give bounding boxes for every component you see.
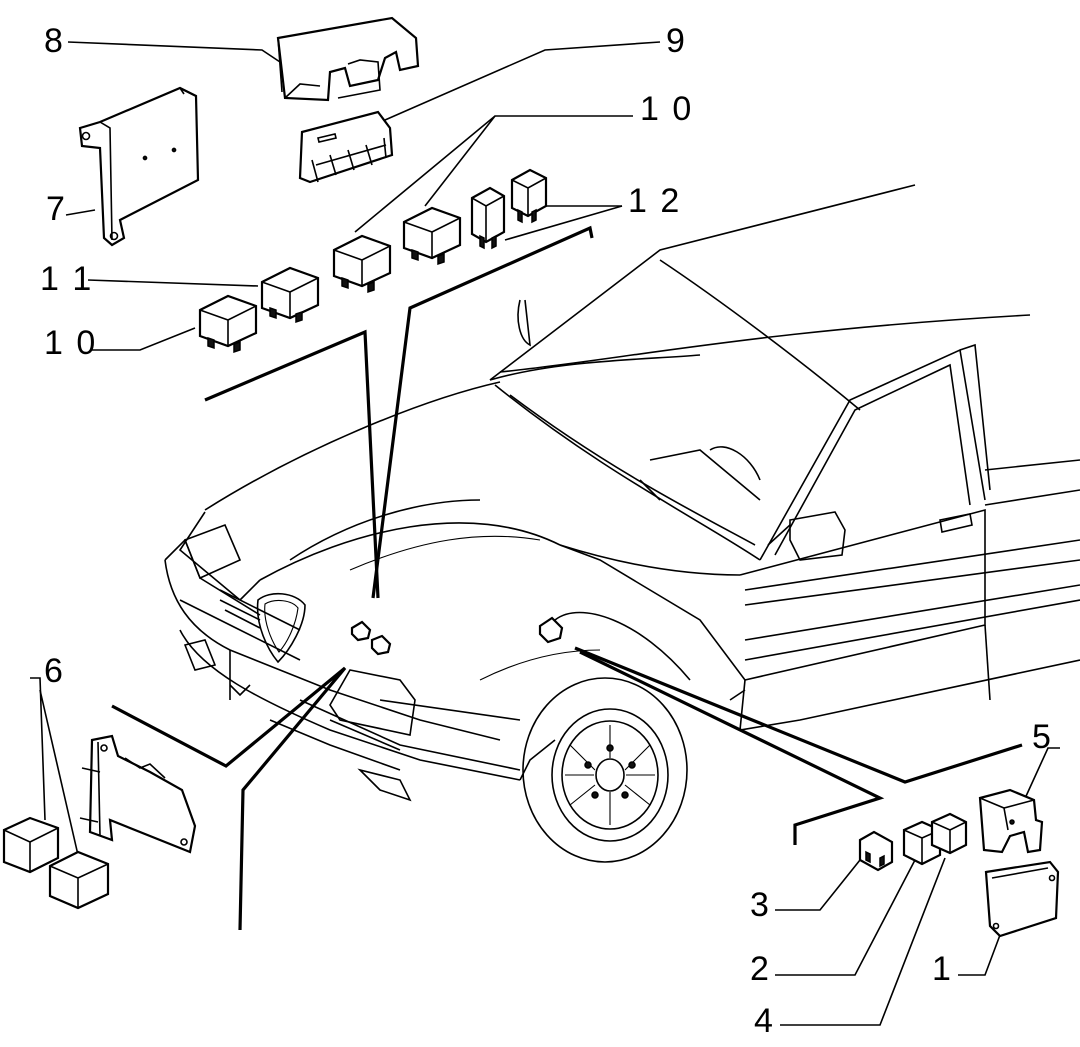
label-part-10-left: 1 0 (44, 324, 98, 362)
leader-lines (30, 41, 1060, 1026)
micro-relay-12a (470, 186, 506, 250)
label-part-12: 1 2 (628, 182, 682, 220)
label-part-3: 3 (750, 886, 771, 924)
relay-10-top-b (402, 206, 462, 266)
relay-6a (2, 816, 60, 874)
label-part-4: 4 (754, 1002, 775, 1040)
part-6-relay-bracket (79, 734, 197, 854)
label-part-7: 7 (46, 190, 67, 228)
part-9-relay-plate (298, 110, 394, 184)
label-part-8: 8 (44, 22, 65, 60)
part-7-control-unit (78, 86, 200, 247)
relay-6b (48, 850, 110, 910)
label-part-1: 1 (932, 950, 953, 988)
car-outline (164, 184, 1080, 863)
part-8-fusebox-cover (276, 16, 420, 102)
label-part-10-top: 1 0 (640, 90, 694, 128)
label-part-9: 9 (666, 22, 687, 60)
part-5-cover (978, 788, 1044, 854)
part-4-relay (930, 812, 968, 855)
relay-11 (260, 266, 320, 324)
label-part-6: 6 (44, 652, 65, 690)
label-part-11: 1 1 (40, 260, 94, 298)
relay-10-top-a (332, 234, 392, 294)
label-part-5: 5 (1032, 718, 1053, 756)
relay-10-left (198, 294, 258, 354)
label-part-2: 2 (750, 950, 771, 988)
part-3-connector (858, 830, 894, 872)
part-1-control-plate (984, 860, 1060, 938)
micro-relay-12b (510, 168, 548, 224)
